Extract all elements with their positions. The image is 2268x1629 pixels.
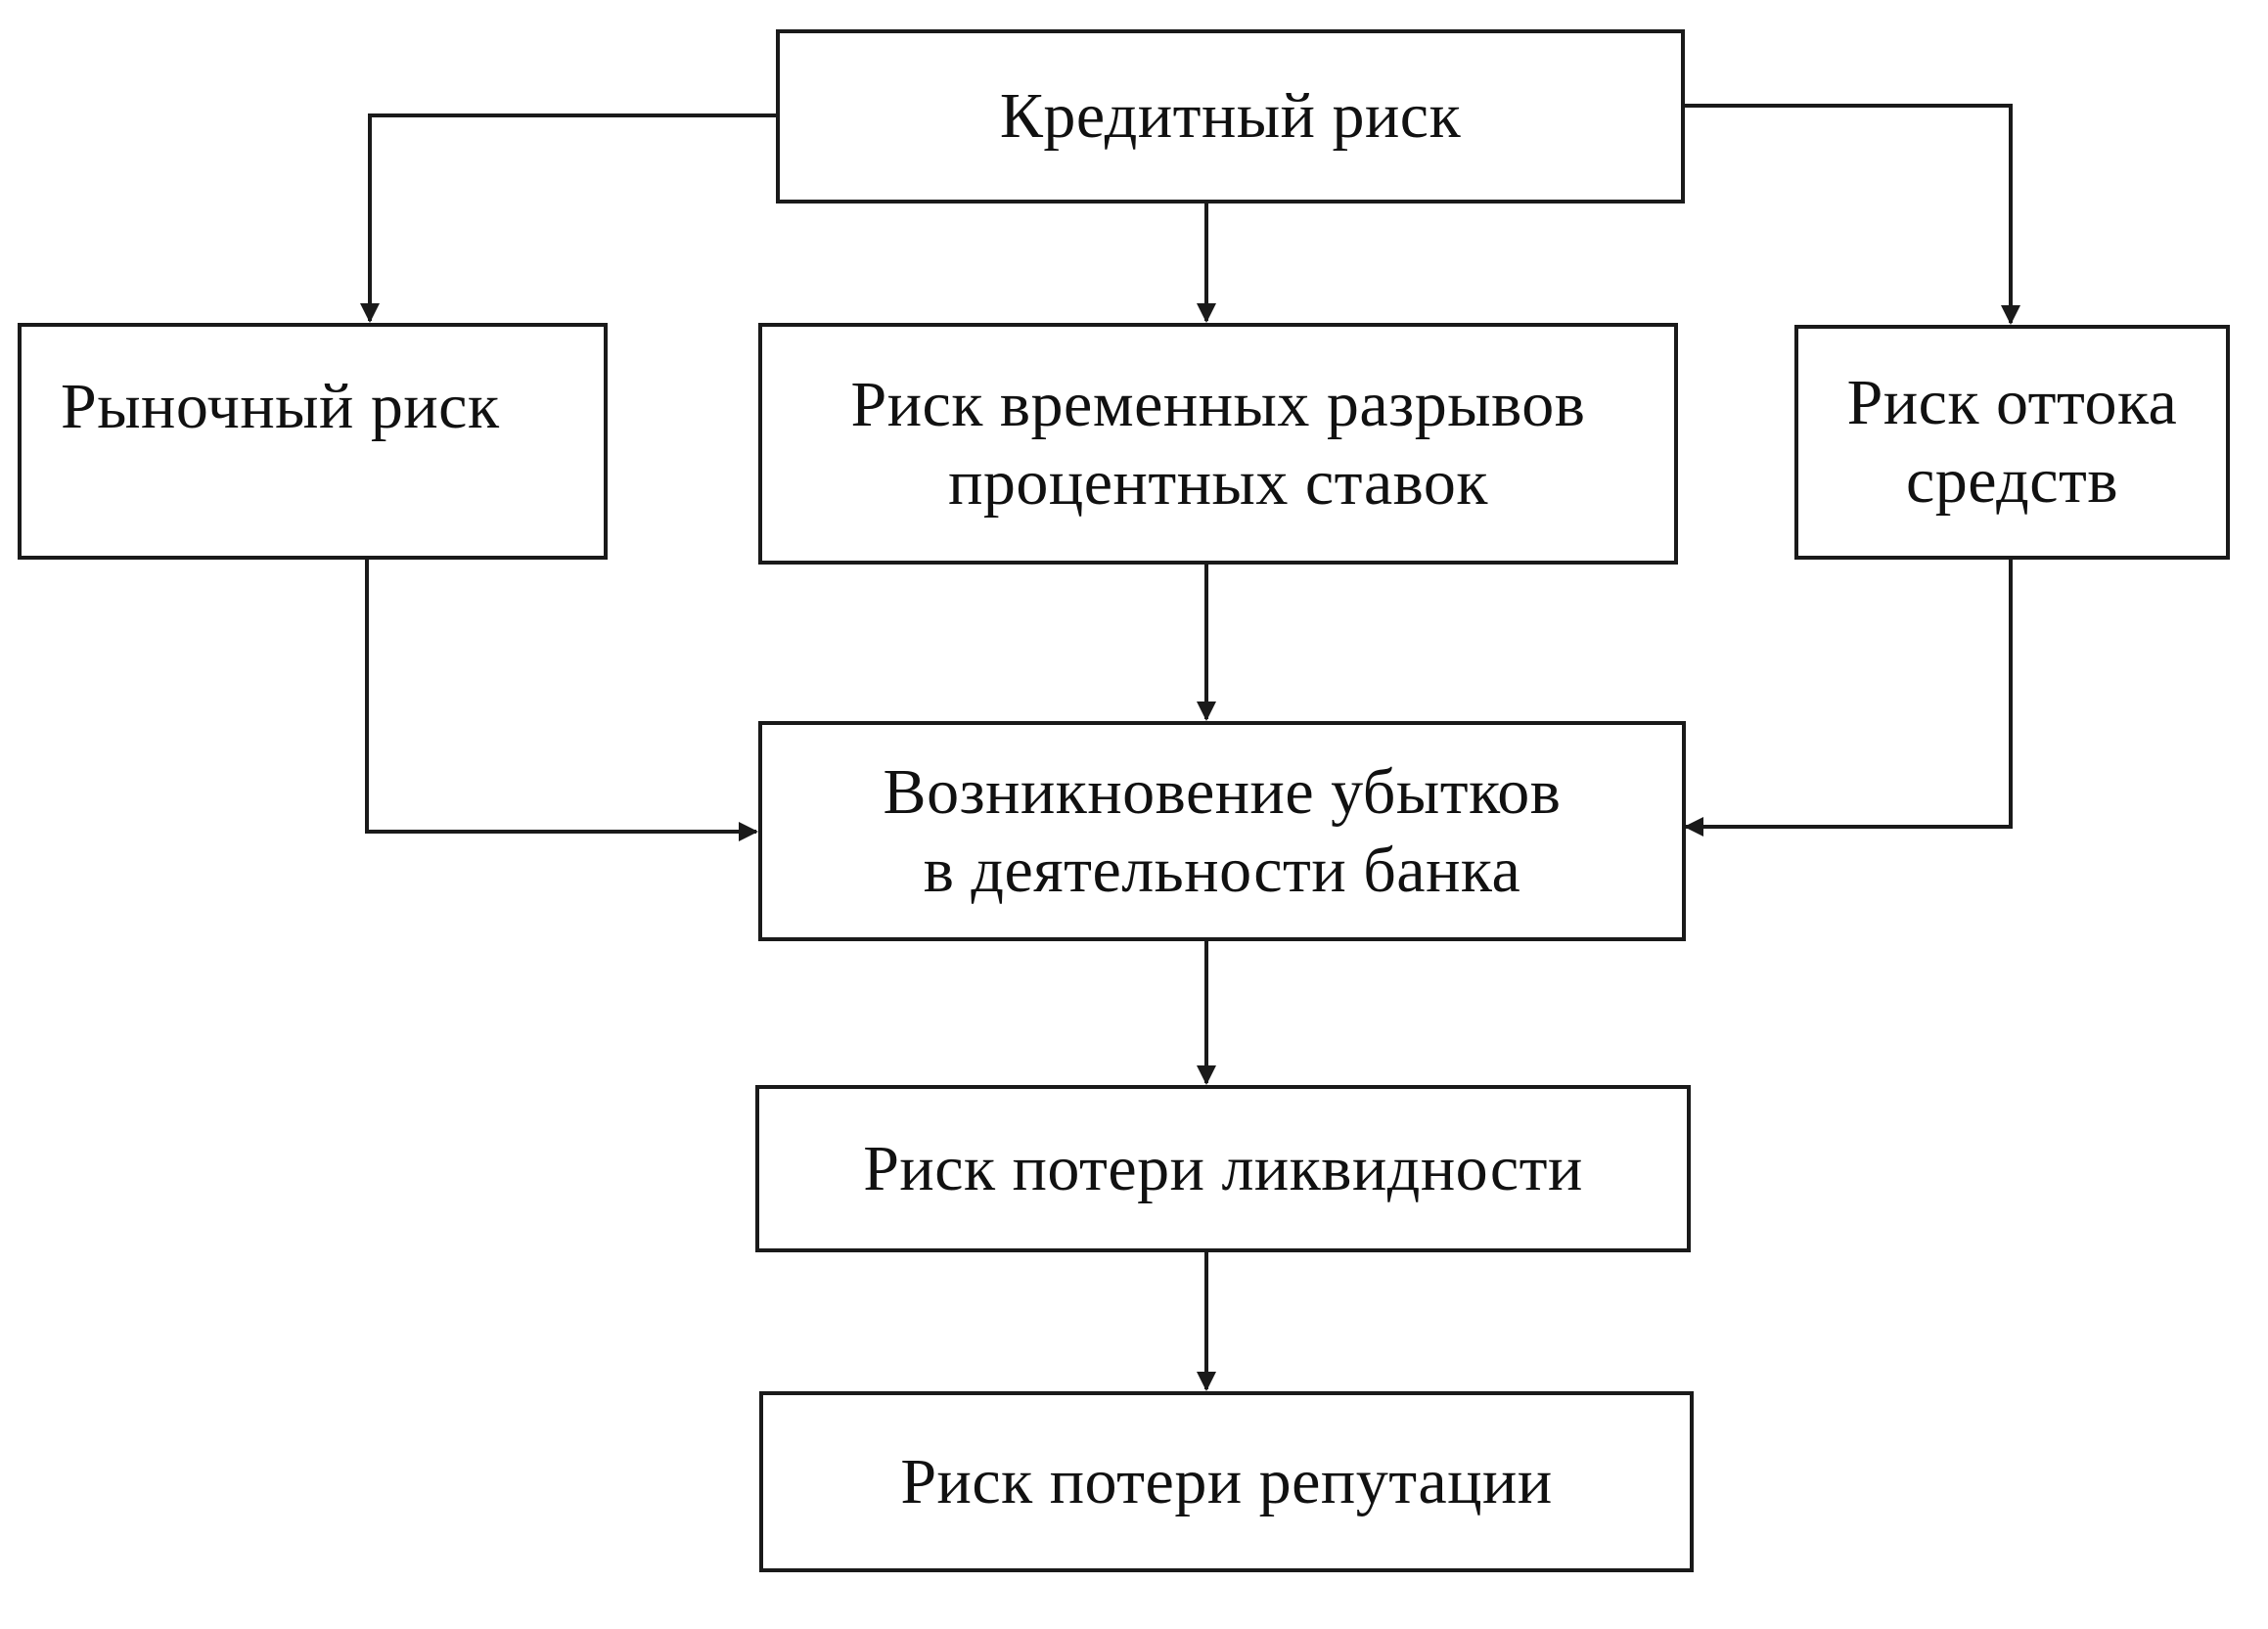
- node-reputation-risk: Риск потери репутации: [759, 1391, 1694, 1572]
- edge-market-to-losses: [365, 560, 758, 841]
- node-reputation-risk-label: Риск потери репутации: [900, 1445, 1553, 1517]
- node-outflow-risk-line-1: Риск оттока: [1846, 367, 2178, 438]
- node-bank-losses-line-2: в деятельности банка: [923, 834, 1521, 906]
- node-bank-losses-line-1: Возникновение убытков: [883, 755, 1562, 828]
- node-interest-gap-risk-line-2: процентных ставок: [948, 446, 1488, 519]
- node-liquidity-risk: Риск потери ликвидности: [755, 1085, 1691, 1252]
- node-interest-gap-risk: Риск временных разрывов процентных ставо…: [758, 323, 1678, 565]
- node-outflow-risk: Риск оттока средств: [1794, 325, 2230, 560]
- edge-outflow-to-losses: [1684, 560, 2013, 837]
- node-credit-risk: Кредитный риск: [776, 29, 1685, 204]
- node-outflow-risk-line-2: средств: [1905, 445, 2119, 517]
- node-credit-risk-label: Кредитный риск: [999, 80, 1462, 152]
- node-bank-losses: Возникновение убытков в деятельности бан…: [758, 721, 1686, 941]
- edge-credit-to-market: [360, 113, 776, 323]
- node-interest-gap-risk-line-1: Риск временных разрывов: [850, 368, 1586, 440]
- edge-credit-to-outflow: [1685, 104, 2020, 325]
- node-market-risk-label: Рыночный риск: [61, 371, 500, 442]
- node-liquidity-risk-label: Риск потери ликвидности: [863, 1132, 1583, 1204]
- node-market-risk: Рыночный риск: [18, 323, 608, 560]
